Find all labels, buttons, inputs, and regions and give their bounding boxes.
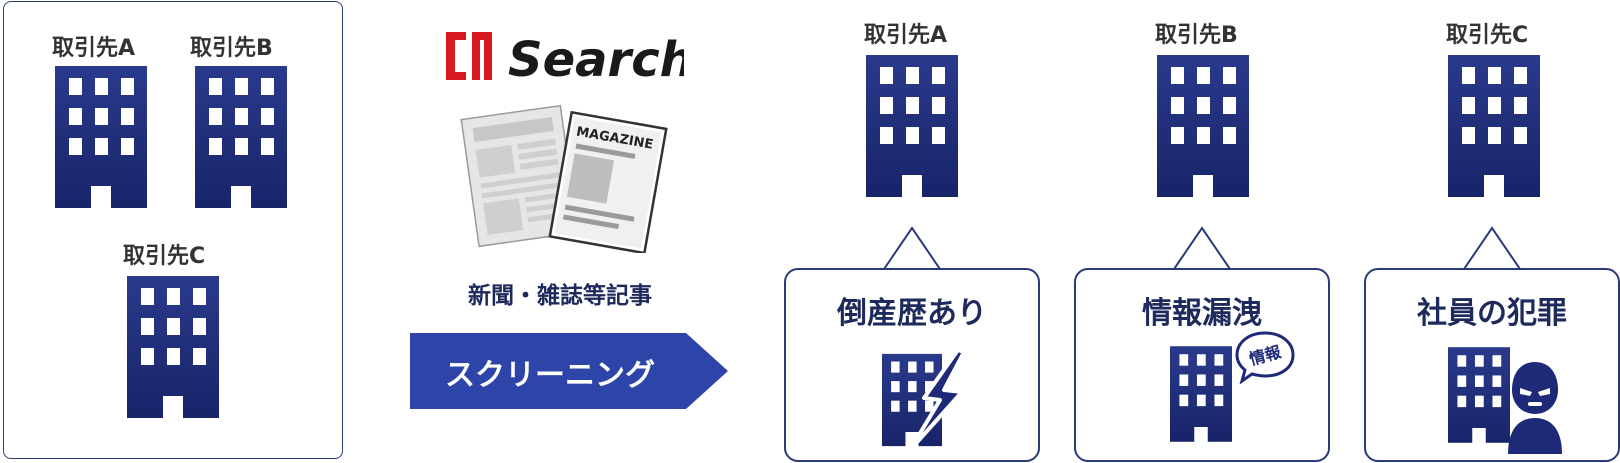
- search-logo: Search: [446, 32, 684, 86]
- newspaper-magazine-icon: MAGAZINE: [460, 104, 668, 253]
- company-b-building-icon: [195, 66, 287, 208]
- company-c-label: 取引先C: [123, 244, 206, 269]
- lightning-icon: [908, 348, 966, 452]
- result-company-c-label: 取引先C: [1446, 23, 1529, 48]
- risk-box-a: 倒産歴あり: [784, 268, 1040, 462]
- result-company-c-building-icon: [1448, 55, 1540, 197]
- company-c-building-icon: [127, 276, 219, 418]
- company-a-label: 取引先A: [52, 36, 136, 61]
- screening-arrow: [410, 333, 728, 409]
- risk-b-title: 情報漏洩: [1142, 296, 1262, 331]
- speech-bubble-icon: 情報: [1235, 331, 1295, 384]
- risk-box-c: 社員の犯罪: [1364, 268, 1620, 462]
- risk-a-title: 倒産歴あり: [837, 296, 987, 331]
- media-caption: 新聞・雑誌等記事: [468, 283, 652, 309]
- result-company-b-building-icon: [1157, 55, 1249, 197]
- risk-c-title: 社員の犯罪: [1417, 296, 1567, 331]
- company-a-building-icon: [55, 66, 147, 208]
- risk-b-building-icon: [1170, 332, 1232, 456]
- risk-b-pointer: [1172, 226, 1232, 272]
- risk-c-pointer: [1462, 226, 1522, 272]
- company-b-label: 取引先B: [190, 36, 273, 61]
- result-company-b-label: 取引先B: [1155, 23, 1238, 48]
- screening-label: スクリーニング: [445, 358, 655, 393]
- result-company-a-building-icon: [866, 55, 958, 197]
- logo-text: Search: [508, 32, 684, 86]
- risk-box-b: 情報漏洩 情報: [1074, 268, 1330, 462]
- masked-criminal-icon: [1508, 362, 1562, 454]
- result-company-a-label: 取引先A: [864, 23, 948, 48]
- company-group-panel: [3, 1, 343, 459]
- risk-c-building-icon: [1448, 336, 1510, 454]
- risk-a-pointer: [882, 226, 942, 272]
